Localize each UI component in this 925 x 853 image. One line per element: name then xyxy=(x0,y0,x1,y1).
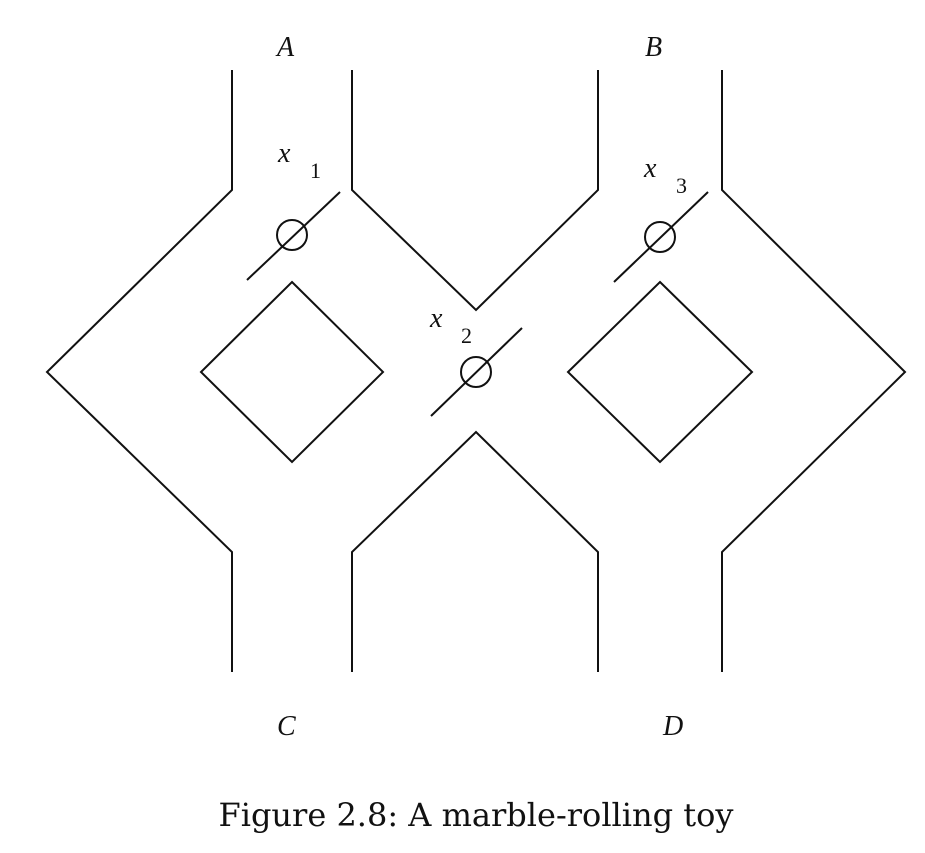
gate-x1-var: x xyxy=(277,138,291,169)
gate-x1 xyxy=(246,191,341,281)
bottom-middle-wall xyxy=(351,430,599,672)
gate-x2-var: x xyxy=(429,303,443,334)
top-middle-wall xyxy=(351,70,599,312)
label-a: A xyxy=(275,32,295,63)
figure-caption: Figure 2.8: A marble-rolling toy xyxy=(219,796,734,834)
right-diamond-block xyxy=(566,280,754,464)
left-diamond-block xyxy=(199,280,385,464)
pivot-circle xyxy=(276,219,308,251)
gate-x3 xyxy=(613,191,709,283)
label-d: D xyxy=(662,711,683,742)
gate-x3-var: x xyxy=(643,153,657,184)
pivot-circle xyxy=(460,356,492,388)
pivot-circle xyxy=(644,221,676,253)
right-outer-wall xyxy=(721,70,907,672)
gate-x3-sub: 3 xyxy=(676,173,687,198)
gate-x2 xyxy=(430,327,523,417)
lever xyxy=(430,327,523,417)
lever xyxy=(246,191,341,281)
label-b: B xyxy=(645,32,662,63)
label-c: C xyxy=(277,711,296,742)
gate-x2-sub: 2 xyxy=(461,323,472,348)
lever xyxy=(613,191,709,283)
left-outer-wall xyxy=(45,70,233,672)
gate-x1-sub: 1 xyxy=(310,158,321,183)
